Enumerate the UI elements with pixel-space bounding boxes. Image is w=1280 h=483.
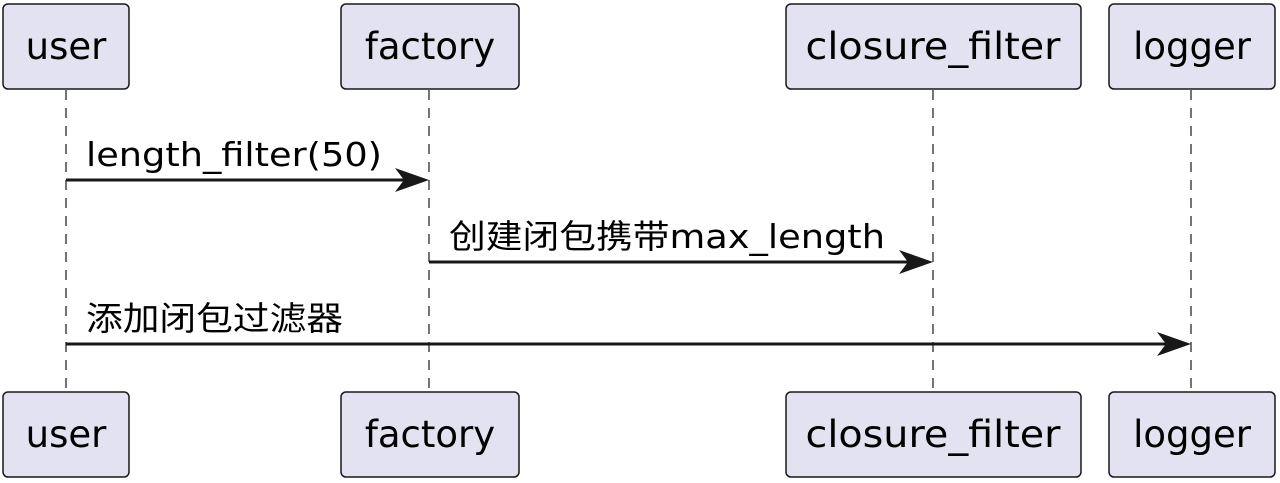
participant-factory-top: factory <box>340 3 520 90</box>
participant-label: closure_filter <box>806 25 1062 68</box>
participant-label: factory <box>365 25 495 68</box>
message-label: length_filter(50) <box>86 135 382 174</box>
participant-label: logger <box>1133 413 1252 456</box>
participant-label: user <box>26 413 107 456</box>
message-length-filter: length_filter(50) <box>66 135 429 192</box>
participant-closure-filter-top: closure_filter <box>785 3 1082 90</box>
lifelines <box>65 90 1192 392</box>
message-label: 添加闭包过滤器 <box>86 299 343 338</box>
participant-label: user <box>26 25 107 68</box>
participant-user-bottom: user <box>2 391 130 478</box>
message-add-filter: 添加闭包过滤器 <box>66 299 1191 356</box>
participant-label: factory <box>365 413 495 456</box>
arrow-head <box>899 250 933 274</box>
arrow-head <box>1157 332 1191 356</box>
participant-closure-filter-bottom: closure_filter <box>785 391 1082 478</box>
participant-user-top: user <box>2 3 130 90</box>
participant-label: logger <box>1133 25 1252 68</box>
participant-logger-bottom: logger <box>1108 391 1276 478</box>
message-create-closure: 创建闭包携带max_length <box>429 217 933 274</box>
message-label: 创建闭包携带max_length <box>449 217 885 256</box>
participant-logger-top: logger <box>1108 3 1276 90</box>
participant-factory-bottom: factory <box>340 391 520 478</box>
arrow-head <box>395 168 429 192</box>
participant-label: closure_filter <box>806 413 1062 456</box>
